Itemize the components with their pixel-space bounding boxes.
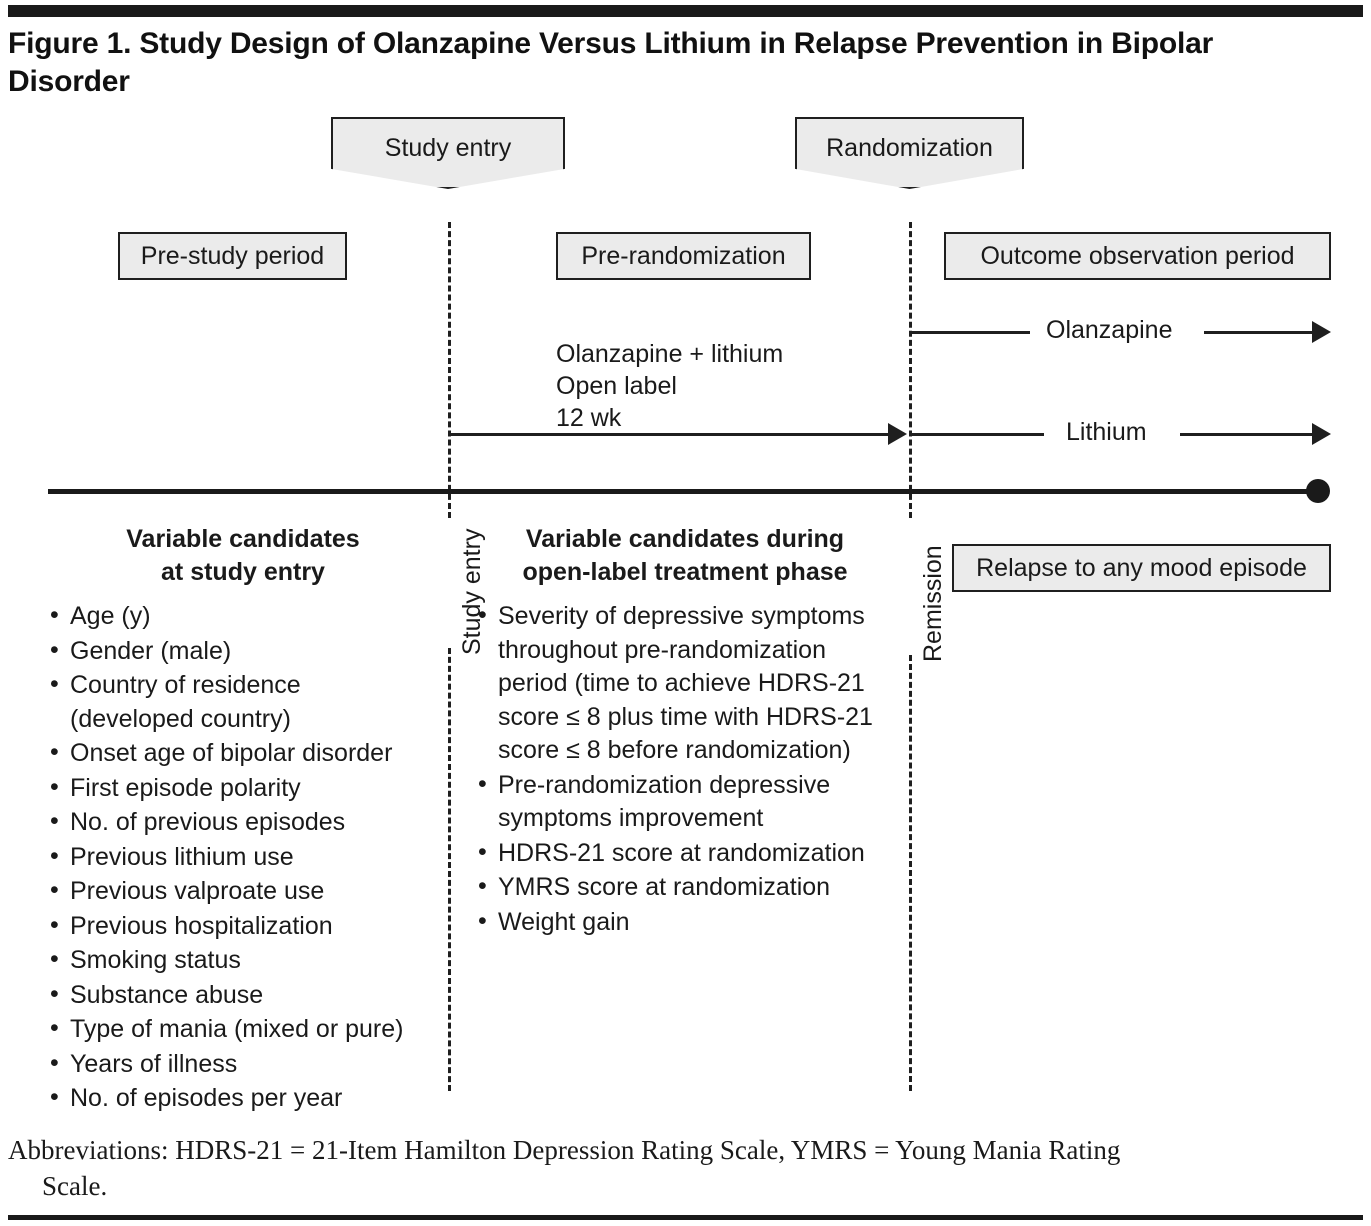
top-rule [8,5,1363,17]
list-item: Weight gain [472,905,900,940]
list-item: Severity of depressive symptoms througho… [472,599,900,768]
arrow-lithium-label: Lithium [1066,418,1147,446]
callout-study-entry-label: Study entry [384,134,512,162]
list-item: No. of previous episodes [44,805,444,840]
dashed-line-randomization [909,222,912,518]
arrow-open-label-line [450,433,890,436]
main-timeline-axis [48,489,1320,494]
box-pre-randomization: Pre-randomization [556,232,811,280]
footnote-abbreviations: Abbreviations: HDRS-21 = 21-Item Hamilto… [8,1133,1358,1204]
list-item: Pre-randomization depressive symptoms im… [472,768,900,836]
list-item: First episode polarity [44,771,444,806]
arrow-lithium-line-left [911,433,1044,436]
timeline-end-dot [1306,479,1330,503]
arrow-olanzapine-head [1312,321,1331,343]
list-item: HDRS-21 score at randomization [472,836,900,871]
footnote-line-1: Abbreviations: HDRS-21 = 21-Item Hamilto… [8,1135,1121,1165]
list-item: Country of residence (developed country) [44,668,444,736]
axis-label-remission: Remission [919,545,947,662]
arrow-lithium-head [1312,423,1331,445]
box-pre-study-period: Pre-study period [118,232,347,280]
footnote-line-2: Scale. [42,1170,108,1201]
list-item: Type of mania (mixed or pure) [44,1012,444,1047]
list-item: Previous valproate use [44,874,444,909]
callout-randomization: Randomization [795,117,1024,189]
callout-study-entry: Study entry [331,117,565,189]
list-item: Onset age of bipolar disorder [44,736,444,771]
list-item: Previous lithium use [44,840,444,875]
box-pre-study-period-label: Pre-study period [140,241,325,270]
dashed-line-randomization-lower [909,655,912,1091]
box-relapse-outcome-label: Relapse to any mood episode [976,553,1307,582]
arrow-olanzapine-line-left [911,331,1030,334]
list-item: Years of illness [44,1047,444,1082]
list-item: Substance abuse [44,978,444,1013]
arrow-lithium-line-right [1180,433,1314,436]
list-item: Gender (male) [44,634,444,669]
middle-column-list: Severity of depressive symptoms througho… [472,599,900,940]
box-outcome-observation-period: Outcome observation period [944,232,1331,280]
callout-randomization-label: Randomization [826,134,993,162]
arrow-olanzapine-label: Olanzapine [1046,316,1173,344]
list-item: Smoking status [44,943,444,978]
arrow-olanzapine-line-right [1204,331,1314,334]
bottom-rule [8,1215,1363,1220]
dashed-line-study-entry-lower [448,648,451,1091]
box-outcome-observation-period-label: Outcome observation period [980,241,1295,270]
list-item: YMRS score at randomization [472,870,900,905]
open-label-treatment-text: Olanzapine + lithium Open label 12 wk [556,340,784,432]
box-relapse-outcome: Relapse to any mood episode [952,544,1331,592]
list-item: Age (y) [44,599,444,634]
left-column-heading: Variable candidates at study entry [126,525,360,586]
figure-title: Figure 1. Study Design of Olanzapine Ver… [8,27,1214,99]
list-item: No. of episodes per year [44,1081,444,1116]
left-column-list: Age (y)Gender (male)Country of residence… [44,599,444,1117]
box-pre-randomization-label: Pre-randomization [581,241,786,270]
arrow-open-label-head [888,423,907,445]
middle-column-heading: Variable candidates during open-label tr… [522,525,848,586]
list-item: Previous hospitalization [44,909,444,944]
dashed-line-study-entry [448,222,451,518]
